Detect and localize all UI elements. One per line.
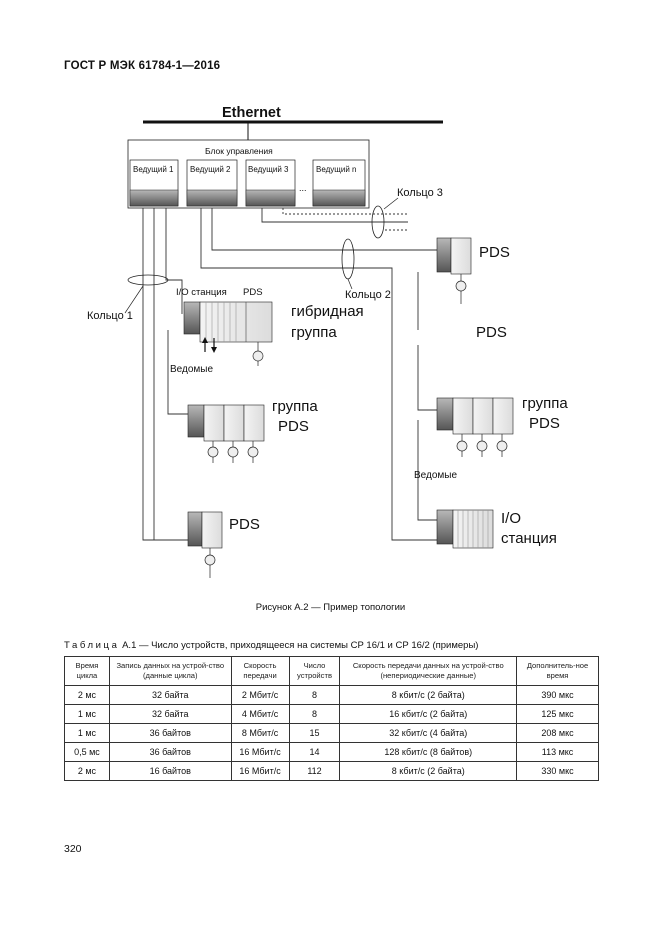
ethernet-label: Ethernet [222, 105, 281, 121]
slaves-label-left: Ведомые [170, 364, 213, 375]
table-cell: 0,5 мс [64, 742, 110, 762]
io-station-right: I/O станция [436, 509, 557, 549]
table-cell: 113 мкс [516, 742, 599, 762]
io-station-label-2: станция [501, 530, 557, 547]
page-number: 320 [64, 843, 82, 855]
col-header-acyclic-rate: Скорость передачи данных на устрой-ство … [339, 656, 518, 686]
group-left-label-1: группа [272, 398, 318, 415]
table-cell: 208 мкс [516, 723, 599, 743]
master-1-label: Ведущий 1 [133, 165, 174, 174]
masters-ellipsis: ... [299, 183, 307, 193]
ring-3-ellipse [371, 205, 385, 239]
table-row: 0,5 мс 36 байтов 16 Мбит/с 14 128 кбит/с… [64, 742, 599, 762]
ring-1-label: Кольцо 1 [87, 310, 133, 322]
col-header-device-count: Число устройств [288, 656, 341, 686]
pds-top-right: PDS [436, 237, 510, 304]
ring-1-ellipse [127, 274, 169, 286]
master-n-label: Ведущий n [316, 165, 356, 174]
table-row: 1 мс 36 байтов 8 Мбит/с 15 32 кбит/с (4 … [64, 723, 599, 743]
pds-bottom-left: PDS [187, 511, 260, 578]
table-cell: 1 мс [64, 723, 110, 743]
master-3-label: Ведущий 3 [248, 165, 289, 174]
table-cell: 16 Мбит/с [230, 761, 290, 781]
data-table: Время цикла Запись данных на устрой-ство… [64, 656, 599, 781]
master-n: Ведущий n [312, 159, 366, 207]
col-header-data-write: Запись данных на устрой-ство (данные цик… [108, 656, 232, 686]
table-cell: 8 [288, 704, 341, 724]
group-right-label-2: PDS [529, 415, 560, 432]
table-caption: Таблица А.1 — Число устройств, приходяще… [64, 640, 478, 651]
hybrid-group: I/O станция PDS гибридная группа [176, 287, 364, 366]
col-header-extra-time: Дополнитель-ное время [516, 656, 599, 686]
table-cell: 8 кбит/с (2 байта) [339, 685, 518, 705]
figure-caption: Рисунок А.2 — Пример топологии [255, 602, 406, 613]
table-row: 1 мс 32 байта 4 Мбит/с 8 16 кбит/с (2 ба… [64, 704, 599, 724]
table-cell: 330 мкс [516, 761, 599, 781]
table-cell: 32 кбит/с (4 байта) [339, 723, 518, 743]
table-cell: 8 кбит/с (2 байта) [339, 761, 518, 781]
master-3: Ведущий 3 [245, 159, 296, 207]
slaves-label-right: Ведомые [414, 470, 457, 481]
hybrid-label-2: группа [291, 324, 337, 341]
ring-2-label: Кольцо 2 [345, 289, 391, 301]
table-cell: 32 байта [108, 704, 232, 724]
table-cell: 16 Мбит/с [230, 742, 290, 762]
table-header-row: Время цикла Запись данных на устрой-ство… [64, 656, 599, 686]
group-right-label-1: группа [522, 395, 568, 412]
pds-group-right: группа PDS [436, 395, 568, 457]
control-block-label: Блок управления [205, 146, 273, 156]
col-header-cycle-time: Время цикла [64, 656, 110, 686]
table-cell: 14 [288, 742, 341, 762]
table-cell: 4 Мбит/с [230, 704, 290, 724]
table-cell: 2 Мбит/с [230, 685, 290, 705]
table-row: 2 мс 32 байта 2 Мбит/с 8 8 кбит/с (2 бай… [64, 685, 599, 705]
control-block: Блок управления Ведущий 1 Ведущий 2 Веду… [127, 139, 370, 209]
ring-3-label: Кольцо 3 [397, 187, 443, 199]
io-station-label-1: I/O [501, 510, 521, 527]
table-cell: 128 кбит/с (8 байтов) [339, 742, 518, 762]
pds-middle-right-label: PDS [476, 324, 507, 341]
table-cell: 15 [288, 723, 341, 743]
pds-left-label: PDS [229, 516, 260, 533]
master-2-label: Ведущий 2 [190, 165, 231, 174]
pds-top-right-label: PDS [479, 244, 510, 261]
hybrid-label-1: гибридная [291, 303, 364, 320]
table-caption-label: Таблица [64, 640, 120, 651]
document-header: ГОСТ Р МЭК 61784-1—2016 [64, 60, 221, 72]
table-caption-text: А.1 — Число устройств, приходящееся на с… [122, 640, 479, 651]
table-cell: 2 мс [64, 761, 110, 781]
table-cell: 16 кбит/с (2 байта) [339, 704, 518, 724]
table-cell: 32 байта [108, 685, 232, 705]
table-cell: 36 байтов [108, 742, 232, 762]
table-cell: 16 байтов [108, 761, 232, 781]
ring-1-wires [142, 208, 188, 541]
topology-diagram: Ethernet Блок управления Ведущий 1 Ведущ… [87, 105, 568, 578]
table-cell: 36 байтов [108, 723, 232, 743]
master-1: Ведущий 1 [129, 159, 179, 207]
table-cell: 2 мс [64, 685, 110, 705]
col-header-speed: Скорость передачи [230, 656, 290, 686]
table-cell: 112 [288, 761, 341, 781]
table-cell: 125 мкс [516, 704, 599, 724]
table-cell: 8 [288, 685, 341, 705]
pds-small-label: PDS [243, 287, 263, 298]
group-left-label-2: PDS [278, 418, 309, 435]
table-row: 2 мс 16 байтов 16 Мбит/с 112 8 кбит/с (2… [64, 761, 599, 781]
table-cell: 390 мкс [516, 685, 599, 705]
ring-2-ellipse [341, 238, 355, 280]
ring-3-wires [261, 208, 408, 231]
table-cell: 1 мс [64, 704, 110, 724]
table-cell: 8 Мбит/с [230, 723, 290, 743]
io-station-small-label: I/O станция [176, 287, 227, 298]
pds-group-left: группа PDS [187, 398, 318, 463]
master-2: Ведущий 2 [186, 159, 238, 207]
ring-2-wires [200, 208, 437, 541]
